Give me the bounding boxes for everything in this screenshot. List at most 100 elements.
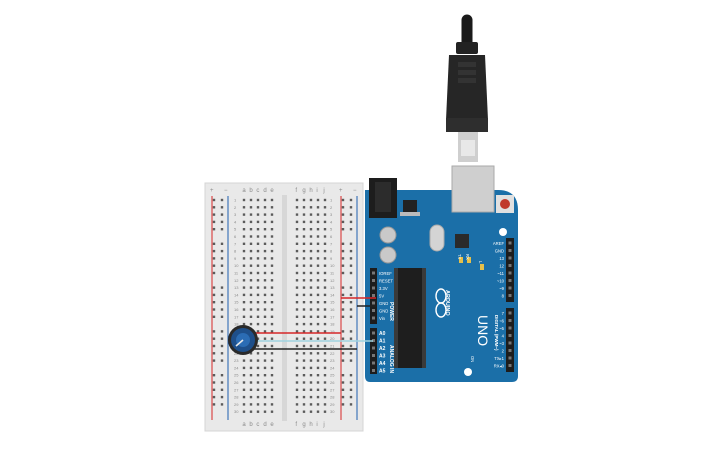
breadboard-hole[interactable]: [249, 235, 253, 238]
breadboard-hole[interactable]: [316, 301, 320, 304]
breadboard-hole[interactable]: [302, 242, 306, 245]
breadboard-hole[interactable]: [295, 279, 299, 282]
breadboard-hole[interactable]: [249, 395, 253, 399]
breadboard-hole[interactable]: [309, 286, 313, 289]
rail-hole[interactable]: [349, 315, 353, 318]
rail-hole[interactable]: [341, 257, 345, 260]
breadboard-hole[interactable]: [242, 374, 246, 377]
breadboard-hole[interactable]: [249, 264, 253, 267]
rail-hole[interactable]: [212, 344, 216, 348]
breadboard-hole[interactable]: [242, 249, 246, 253]
breadboard-hole[interactable]: [309, 410, 313, 413]
breadboard-hole[interactable]: [309, 308, 313, 311]
breadboard-hole[interactable]: [256, 220, 260, 224]
header-pin[interactable]: [372, 301, 375, 305]
breadboard-hole[interactable]: [302, 344, 306, 348]
breadboard-hole[interactable]: [242, 366, 246, 370]
breadboard-hole[interactable]: [256, 344, 260, 348]
breadboard-hole[interactable]: [323, 228, 327, 231]
breadboard-hole[interactable]: [309, 206, 313, 209]
rail-hole[interactable]: [212, 308, 216, 311]
breadboard-hole[interactable]: [323, 286, 327, 289]
rail-hole[interactable]: [212, 293, 216, 297]
rail-hole[interactable]: [220, 374, 224, 377]
breadboard-hole[interactable]: [309, 198, 313, 202]
breadboard-hole[interactable]: [323, 330, 327, 333]
breadboard-hole[interactable]: [256, 301, 260, 304]
breadboard-hole[interactable]: [263, 286, 267, 289]
breadboard-hole[interactable]: [309, 344, 313, 348]
breadboard-hole[interactable]: [309, 257, 313, 260]
breadboard-hole[interactable]: [249, 301, 253, 304]
breadboard-hole[interactable]: [263, 388, 267, 391]
rail-hole[interactable]: [220, 381, 224, 384]
breadboard-hole[interactable]: [263, 301, 267, 304]
breadboard-hole[interactable]: [316, 366, 320, 370]
breadboard-hole[interactable]: [242, 206, 246, 209]
breadboard-hole[interactable]: [270, 235, 274, 238]
rail-hole[interactable]: [220, 257, 224, 260]
rail-hole[interactable]: [349, 198, 353, 202]
rail-hole[interactable]: [341, 359, 345, 362]
rail-hole[interactable]: [212, 395, 216, 399]
header-pin[interactable]: [508, 271, 512, 275]
rail-hole[interactable]: [220, 293, 224, 297]
breadboard-hole[interactable]: [263, 249, 267, 253]
breadboard-hole[interactable]: [316, 374, 320, 377]
breadboard-hole[interactable]: [316, 315, 320, 318]
header-pin[interactable]: [508, 311, 512, 315]
breadboard-hole[interactable]: [295, 352, 299, 355]
breadboard-hole[interactable]: [242, 359, 246, 362]
breadboard-hole[interactable]: [256, 235, 260, 238]
breadboard-hole[interactable]: [309, 359, 313, 362]
breadboard-hole[interactable]: [295, 301, 299, 304]
rail-hole[interactable]: [341, 374, 345, 377]
header-pin[interactable]: [372, 354, 375, 357]
rail-hole[interactable]: [341, 206, 345, 209]
breadboard-hole[interactable]: [323, 301, 327, 304]
breadboard-hole[interactable]: [263, 366, 267, 370]
rail-hole[interactable]: [341, 395, 345, 399]
rail-hole[interactable]: [349, 308, 353, 311]
breadboard-hole[interactable]: [309, 374, 313, 377]
rail-hole[interactable]: [212, 381, 216, 384]
rail-hole[interactable]: [349, 381, 353, 384]
breadboard-hole[interactable]: [302, 286, 306, 289]
breadboard-hole[interactable]: [270, 286, 274, 289]
breadboard-hole[interactable]: [256, 388, 260, 391]
breadboard-hole[interactable]: [263, 315, 267, 318]
breadboard-hole[interactable]: [270, 315, 274, 318]
breadboard-hole[interactable]: [256, 315, 260, 318]
breadboard-hole[interactable]: [302, 330, 306, 333]
breadboard-hole[interactable]: [302, 403, 306, 406]
rail-hole[interactable]: [349, 301, 353, 304]
breadboard-hole[interactable]: [270, 249, 274, 253]
breadboard-hole[interactable]: [270, 301, 274, 304]
breadboard-hole[interactable]: [270, 403, 274, 406]
rail-hole[interactable]: [341, 388, 345, 391]
breadboard-hole[interactable]: [316, 293, 320, 297]
breadboard-hole[interactable]: [316, 228, 320, 231]
breadboard-hole[interactable]: [295, 366, 299, 370]
breadboard-hole[interactable]: [302, 395, 306, 399]
rail-hole[interactable]: [220, 352, 224, 355]
breadboard-hole[interactable]: [249, 366, 253, 370]
breadboard-hole[interactable]: [302, 308, 306, 311]
breadboard-hole[interactable]: [249, 374, 253, 377]
breadboard-hole[interactable]: [295, 315, 299, 318]
rail-hole[interactable]: [341, 352, 345, 355]
header-pin[interactable]: [508, 286, 512, 290]
rail-hole[interactable]: [212, 228, 216, 231]
breadboard-hole[interactable]: [256, 213, 260, 216]
breadboard-hole[interactable]: [249, 308, 253, 311]
breadboard-hole[interactable]: [309, 330, 313, 333]
rail-hole[interactable]: [341, 228, 345, 231]
rail-hole[interactable]: [349, 271, 353, 275]
rail-hole[interactable]: [341, 344, 345, 348]
breadboard-hole[interactable]: [256, 286, 260, 289]
breadboard-hole[interactable]: [242, 264, 246, 267]
breadboard-hole[interactable]: [263, 242, 267, 245]
rail-hole[interactable]: [220, 344, 224, 348]
breadboard-hole[interactable]: [302, 228, 306, 231]
